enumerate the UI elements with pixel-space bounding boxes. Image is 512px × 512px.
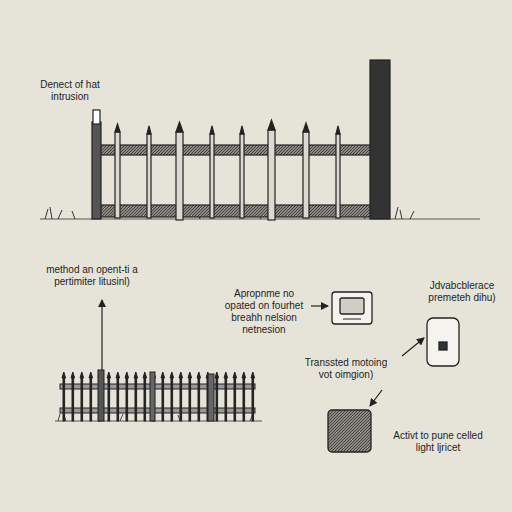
picket [72,378,74,421]
picket [225,378,227,421]
picket [117,378,119,421]
picket [135,378,137,421]
picket-tip [71,372,75,378]
callout-label: Denect of hat intrusion [33,79,107,103]
picket-tip [134,372,138,378]
picket [243,378,245,421]
picket [63,378,65,421]
picket [162,378,164,421]
callout-label: Transsted motoing vot oimgion) [298,357,394,381]
picket-tip [197,372,201,378]
picket [198,378,200,421]
picket-tip [242,372,246,378]
picket-tip [251,372,255,378]
picket-tip [107,372,111,378]
callout-label: Apropnme no opated on fourhet breahh nel… [220,288,308,336]
callout-label: Jdvabcblerace premeteh dihu) [418,280,506,304]
picket-tip [125,372,129,378]
picket [144,378,146,421]
picket-tip [116,372,120,378]
picket-tip [62,372,66,378]
picket-tip [233,372,237,378]
picket-tip [224,372,228,378]
picket [81,378,83,421]
picket-tip [143,372,147,378]
callout-label: Activt to pune celled light ljricet [386,430,490,454]
bottom-fence [55,370,262,421]
picket-tip [89,372,93,378]
picket [108,378,110,421]
picket-tip [161,372,165,378]
picket-tip [188,372,192,378]
top-fence [40,60,480,220]
picket [216,378,218,421]
callout-label: method an opent-ti a pertimiter litusinl… [34,264,150,288]
picket [126,378,128,421]
picket [234,378,236,421]
picket-tip [170,372,174,378]
picket [252,378,254,421]
picket [180,378,182,421]
picket-tip [80,372,84,378]
picket-tip [179,372,183,378]
picket [171,378,173,421]
picket-tip [215,372,219,378]
picket [189,378,191,421]
picket [90,378,92,421]
